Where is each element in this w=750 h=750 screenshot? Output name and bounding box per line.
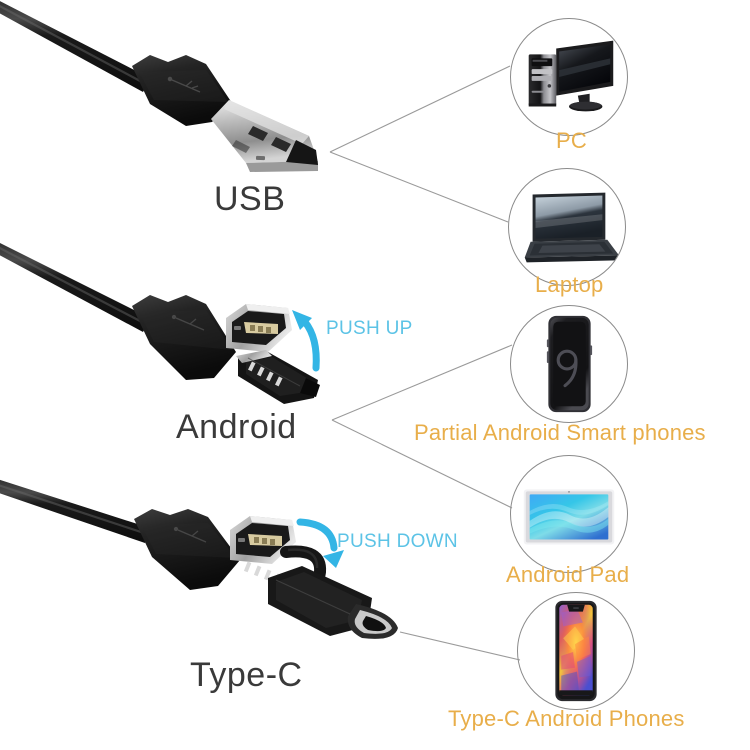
tablet-icon	[523, 489, 615, 545]
circle-frame-pc	[510, 18, 628, 136]
circle-frame-android-phone	[510, 305, 628, 423]
device-label-android-phone: Partial Android Smart phones	[414, 420, 706, 445]
usb-type-c-connector-icon	[0, 479, 398, 639]
device-circle-typec-phone	[517, 592, 635, 710]
device-circle-pc	[510, 18, 628, 136]
device-circle-laptop	[508, 168, 626, 286]
push-down-hint-text: PUSH DOWN	[337, 531, 458, 552]
device-label-android-pad: Android Pad	[506, 562, 630, 587]
type-c-plug-icon	[268, 566, 398, 639]
notch-smartphone-icon	[555, 600, 597, 702]
usb-a-connector-icon	[0, 1, 318, 172]
push-up-hint-text: PUSH UP	[326, 318, 413, 339]
circle-frame-laptop	[508, 168, 626, 286]
curved-arrow-down-icon	[296, 518, 344, 568]
leader-lines-typec	[399, 631, 521, 661]
device-label-laptop: Laptop	[535, 272, 604, 297]
laptop-icon	[524, 192, 620, 263]
leader-lines-android	[331, 344, 513, 509]
device-label-pc: PC	[556, 128, 587, 153]
device-label-typec-phone: Type-C Android Phones	[448, 706, 685, 731]
desktop-computer-icon	[528, 40, 614, 112]
connector-label-typec: Type-C	[190, 656, 303, 694]
device-circle-android-pad	[510, 455, 628, 573]
micro-usb-connector-icon	[0, 243, 320, 404]
connector-label-usb: USB	[214, 180, 286, 218]
connector-label-android: Android	[176, 408, 297, 446]
usb-female-port-icon	[226, 304, 292, 352]
usb-female-port-icon-2	[230, 516, 296, 564]
leader-lines-usb	[329, 65, 511, 223]
circle-frame-typec-phone	[517, 592, 635, 710]
circle-frame-android-pad	[510, 455, 628, 573]
curved-arrow-up-icon	[292, 310, 320, 372]
smartphone-icon	[546, 315, 593, 413]
device-circle-android-phone	[510, 305, 628, 423]
micro-usb-plug-icon	[236, 350, 320, 404]
